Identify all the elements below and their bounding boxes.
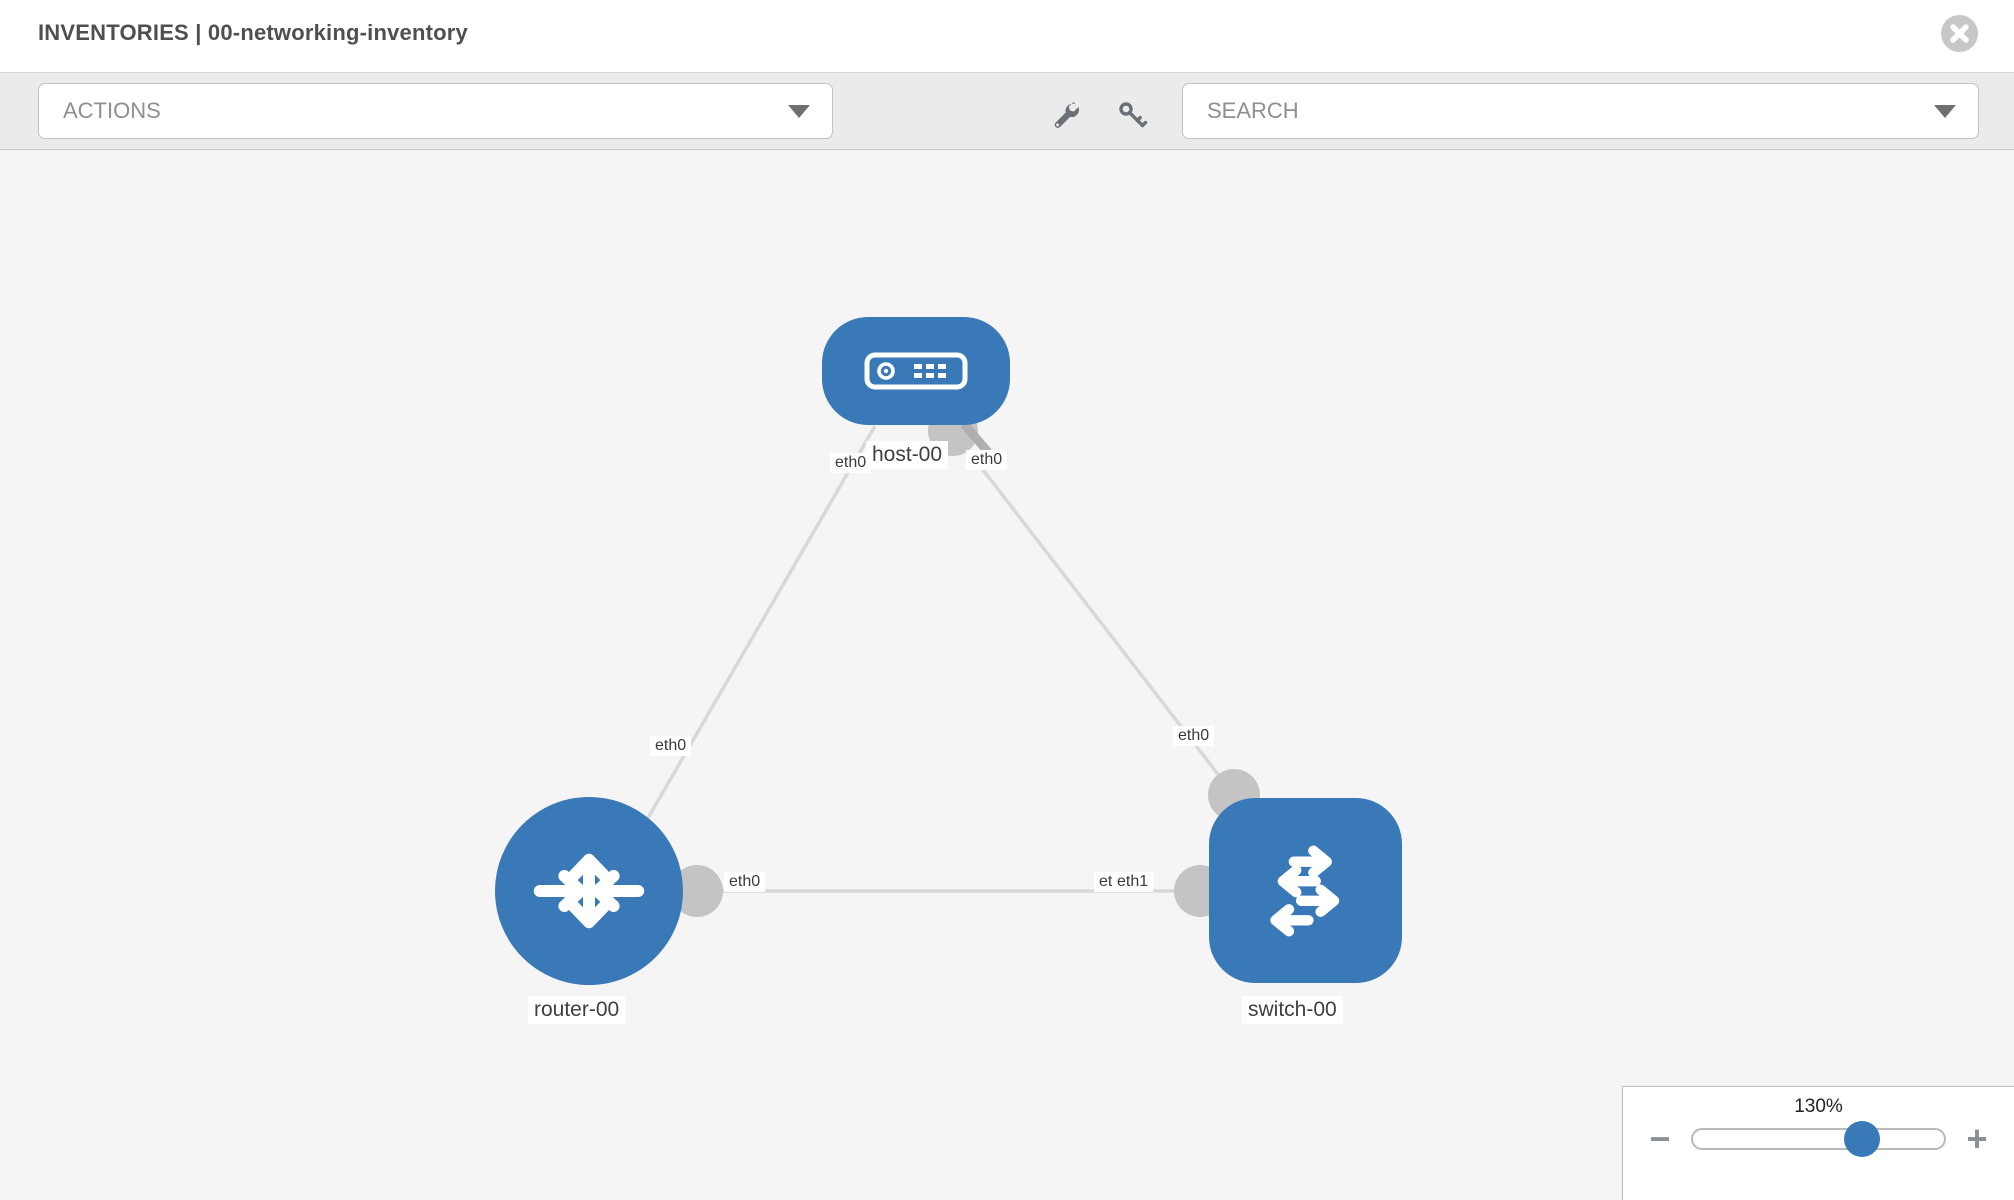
chevron-down-icon <box>788 105 810 118</box>
host-icon <box>864 352 968 390</box>
interface-label-switch-eth0-top: eth0 <box>1173 726 1215 746</box>
node-router-00[interactable] <box>495 797 683 985</box>
node-label-switch: switch-00 <box>1242 996 1343 1024</box>
header: INVENTORIES | 00-networking-inventory <box>0 0 2014 72</box>
node-switch-00[interactable] <box>1209 798 1402 983</box>
zoom-slider-thumb[interactable] <box>1844 1121 1881 1157</box>
actions-dropdown-label: ACTIONS <box>63 98 161 123</box>
interface-label-router-eth0-top: eth0 <box>650 736 692 756</box>
link-router-host[interactable] <box>646 425 877 819</box>
interface-label-host-eth0-left: eth0 <box>830 453 872 473</box>
interface-label-router-eth0-right: eth0 <box>724 872 766 892</box>
link-stub-dark <box>960 421 992 455</box>
key-icon[interactable] <box>1117 100 1149 132</box>
switch-icon <box>1269 845 1339 936</box>
page-title: INVENTORIES | 00-networking-inventory <box>38 20 468 45</box>
zoom-out-button[interactable]: − <box>1649 1118 1671 1159</box>
interface-label-switch-eth1: eth1 <box>1112 872 1154 892</box>
zoom-in-button[interactable]: + <box>1966 1118 1988 1159</box>
chevron-down-icon <box>1934 105 1956 118</box>
search-input[interactable] <box>1207 98 1880 124</box>
close-button[interactable] <box>1941 15 1978 52</box>
actions-dropdown[interactable]: ACTIONS <box>38 83 833 139</box>
node-label-host: host-00 <box>866 441 949 469</box>
close-icon <box>1941 15 1978 52</box>
zoom-level-value: 130% <box>1794 1096 1843 1117</box>
router-icon <box>533 853 645 929</box>
zoom-panel: 130% − + <box>1622 1086 2014 1200</box>
node-label-router: router-00 <box>528 996 626 1024</box>
interface-label-host-eth0-right: eth0 <box>966 450 1008 470</box>
toolbar: ACTIONS <box>0 72 2014 150</box>
search-dropdown[interactable] <box>1182 83 1979 139</box>
topology-canvas[interactable]: host-00 router-00 switch-00 eth0 eth0 et… <box>0 150 2014 1200</box>
node-host-00[interactable] <box>822 317 1010 425</box>
endpoint-router-right[interactable] <box>671 865 723 917</box>
wrench-icon[interactable] <box>1050 100 1082 132</box>
zoom-slider-track[interactable] <box>1691 1121 1946 1157</box>
